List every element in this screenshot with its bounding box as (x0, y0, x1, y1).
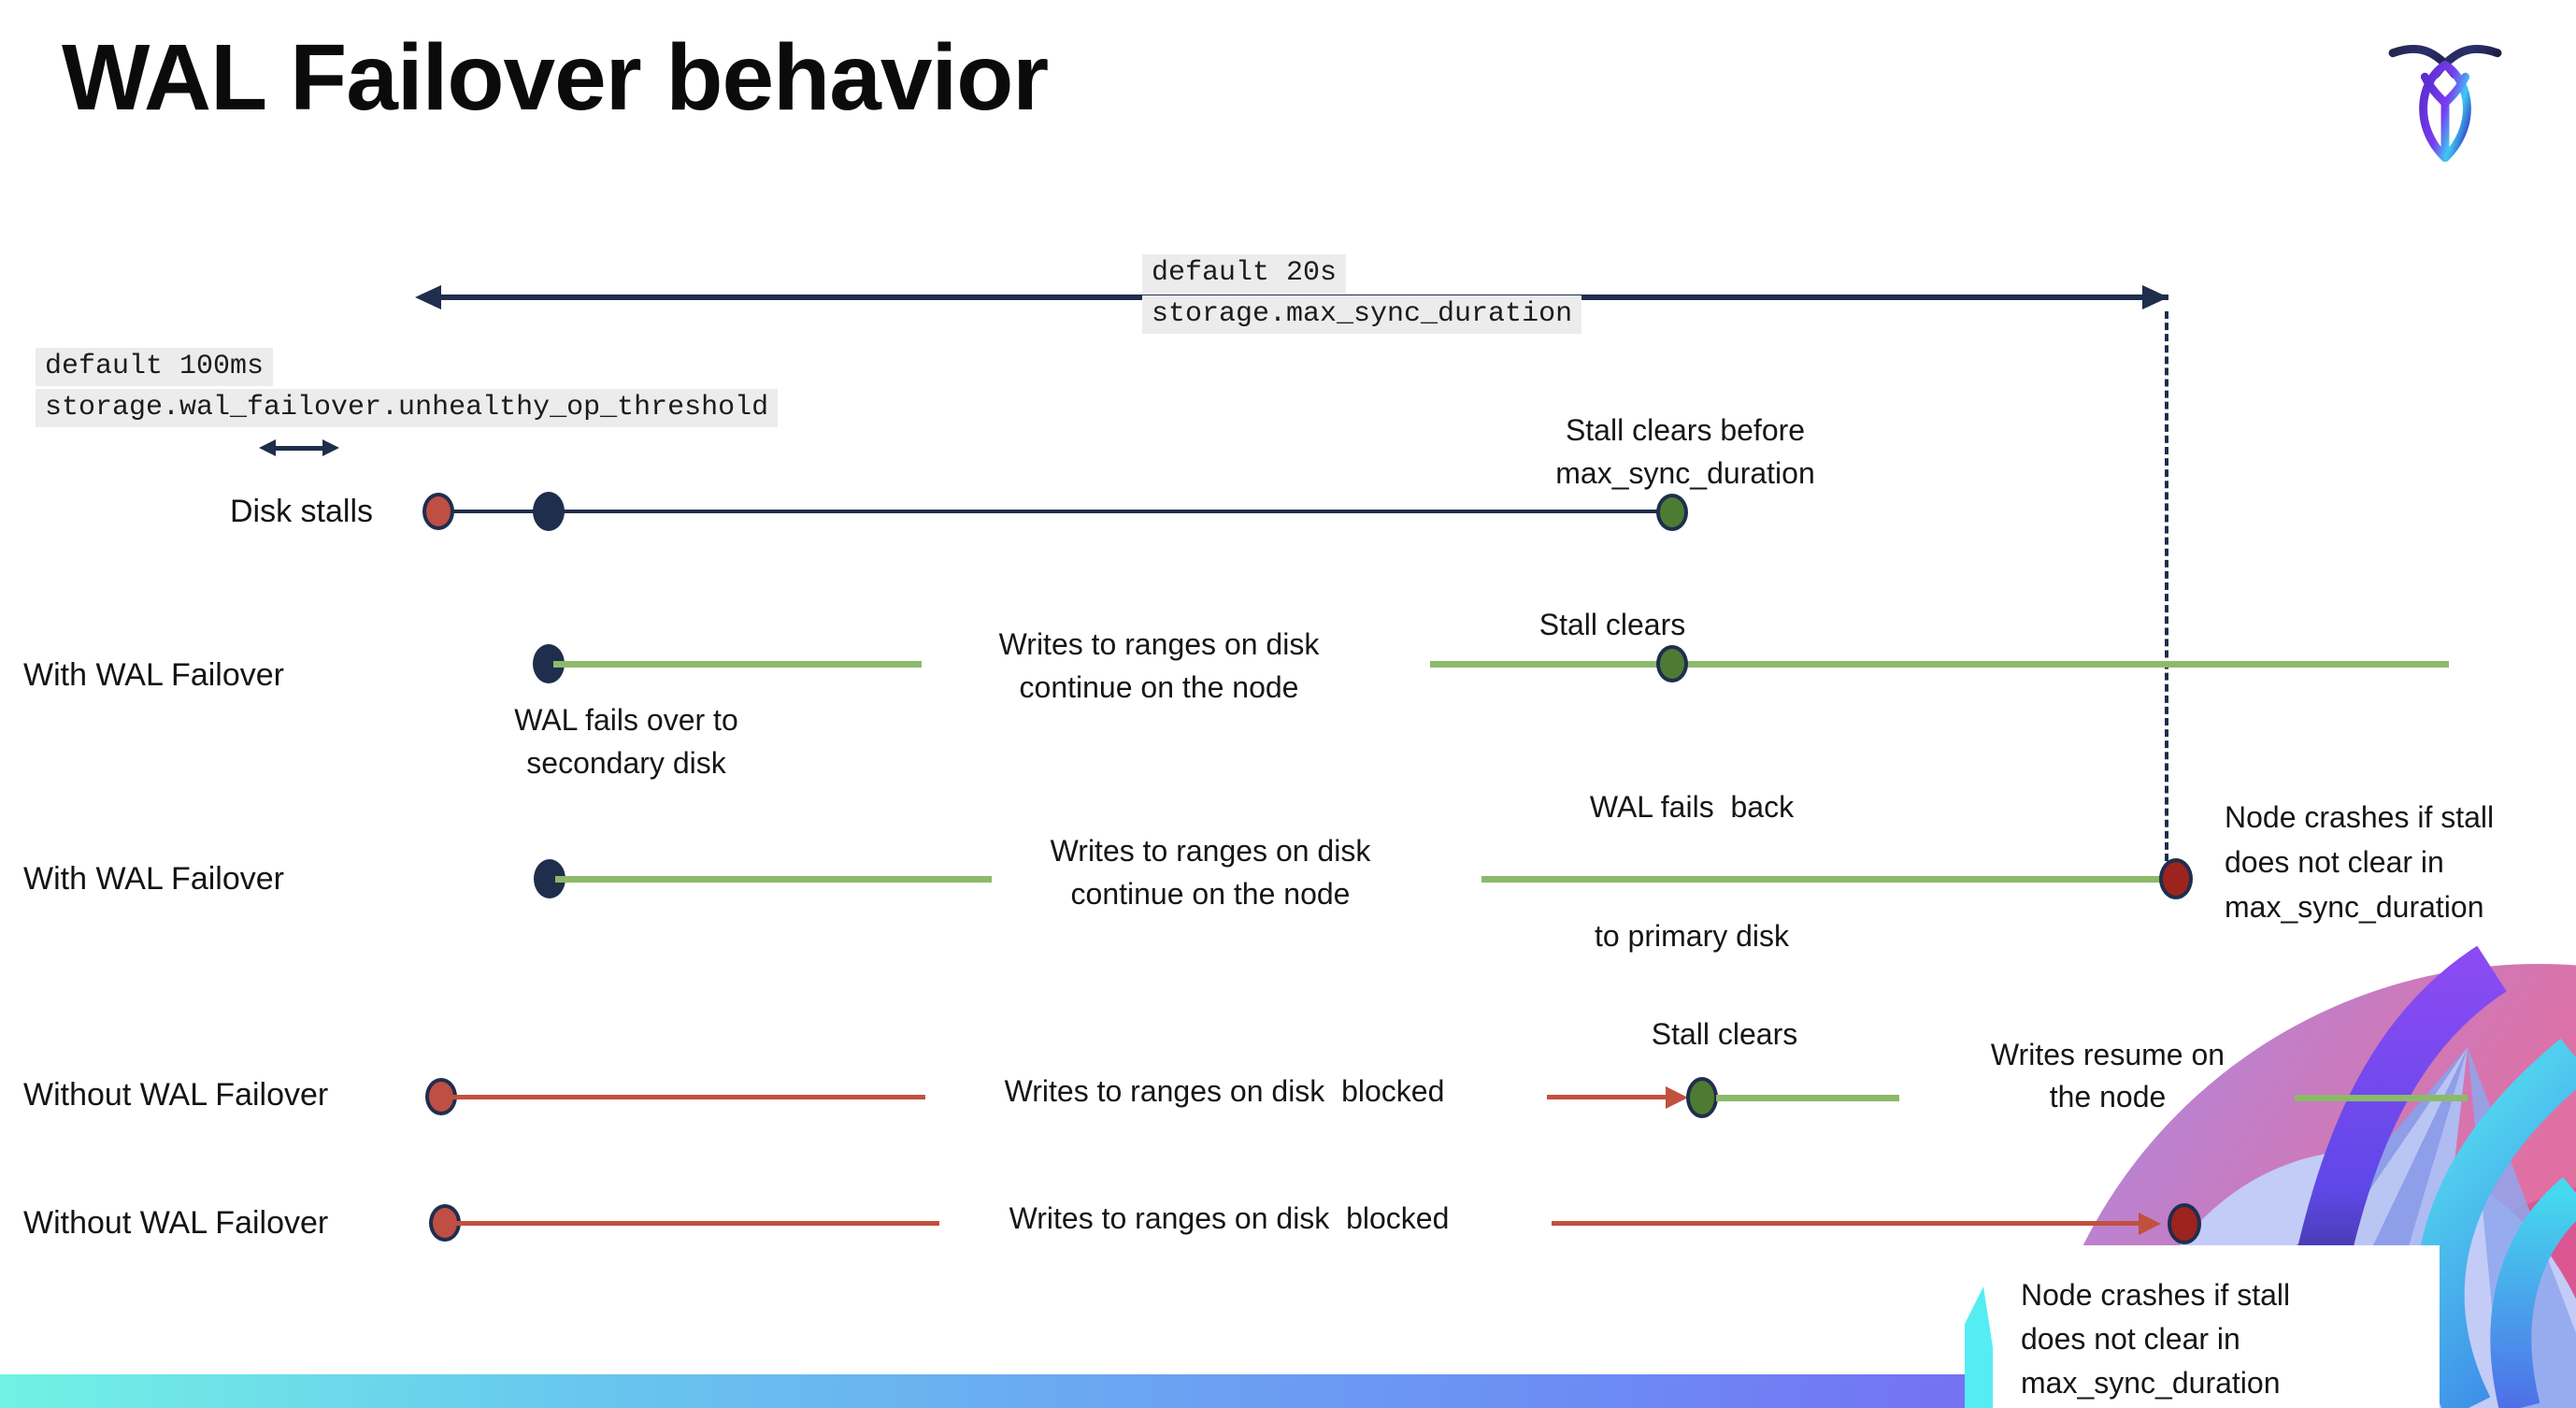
annotation-line: to primary disk (1594, 919, 1790, 953)
annotation-line: Writes to ranges on disk (1050, 834, 1371, 868)
writes-resume-line (2295, 1095, 2468, 1101)
annotation-line: does not clear in (2225, 845, 2444, 879)
arrowhead-right-icon (322, 439, 339, 456)
stall-clear-dot (1656, 645, 1688, 682)
annotation-line: Writes to ranges on disk (998, 627, 1320, 661)
stall-clear-dot (1656, 494, 1688, 531)
annotation-line: WAL fails back (1589, 790, 1795, 824)
writes-continue-line (555, 876, 992, 883)
stall-clear-dot (1686, 1077, 1718, 1118)
writes-blocked-line (452, 1221, 939, 1226)
callout-line: max_sync_duration (2021, 1366, 2281, 1400)
annotation-line: continue on the node (1070, 877, 1351, 911)
writes-blocked-line (1547, 1095, 1678, 1099)
row-label-with-wal-failover: With WAL Failover (23, 657, 284, 693)
max-sync-deadline-dashed-line (2165, 311, 2168, 861)
writes-blocked-line (1552, 1221, 2146, 1226)
setting-default-value: default 20s (1142, 254, 1347, 293)
max-sync-duration-label: default 20s storage.max_sync_duration (1142, 254, 1582, 334)
annotation-line: continue on the node (1019, 670, 1299, 704)
annotation-line: Stall clears before (1565, 413, 1806, 447)
threshold-dot (533, 492, 565, 531)
node-crashes-label: Node crashes if stall does not clear in … (2225, 795, 2576, 929)
writes-continue-line (1481, 876, 2176, 883)
annotation-line: Node crashes if stall (2225, 800, 2495, 834)
annotation-line: the node (2049, 1080, 2167, 1113)
stall-clears-before-label: Stall clears before max_sync_duration (1452, 409, 1919, 495)
annotation-line: secondary disk (526, 746, 726, 780)
page-title: WAL Failover behavior (62, 25, 1049, 130)
setting-default-value: default 100ms (36, 348, 274, 386)
writes-continue-line (553, 661, 922, 668)
red-arrowhead-icon (2139, 1213, 2161, 1235)
writes-blocked-label: Writes to ranges on disk blocked (1004, 1074, 1445, 1108)
annotation-line: max_sync_duration (2225, 890, 2484, 924)
row-label-without-wal-failover: Without WAL Failover (23, 1077, 329, 1113)
node-crash-callout-text: Node crashes if stall does not clear in … (2021, 1273, 2468, 1405)
red-arrowhead-icon (1666, 1086, 1688, 1109)
row-label-without-wal-failover: Without WAL Failover (23, 1205, 329, 1241)
row-label-disk-stalls: Disk stalls (230, 494, 374, 529)
writes-resume-label: Writes resume on the node (1939, 1034, 2276, 1118)
callout-line: Node crashes if stall (2021, 1278, 2291, 1312)
stall-clears-label: Stall clears (1651, 1017, 1798, 1051)
wal-fails-back-label: WAL fails back to primary disk (1542, 699, 1841, 1043)
writes-continue-label: Writes to ranges on disk continue on the… (995, 829, 1425, 915)
writes-resume-line (1716, 1095, 1899, 1101)
stall-clears-label: Stall clears (1538, 608, 1686, 641)
annotation-line: max_sync_duration (1555, 456, 1815, 490)
writes-continue-line (1430, 661, 2449, 668)
writes-blocked-line (449, 1095, 925, 1099)
stall-start-dot (422, 493, 454, 530)
node-crash-callout-box: Node crashes if stall does not clear in … (1993, 1245, 2440, 1408)
arrowhead-left-icon (259, 439, 276, 456)
arrowhead-left-icon (415, 285, 441, 309)
row-label-with-wal-failover: With WAL Failover (23, 861, 284, 897)
cockroachdb-logo-icon (2388, 44, 2502, 163)
annotation-line: WAL fails over to (514, 703, 738, 737)
node-crash-dot (2168, 1203, 2201, 1244)
arrowhead-right-icon (2142, 285, 2168, 309)
threshold-arrow-line (274, 446, 322, 451)
wal-fails-over-label: WAL fails over to secondary disk (477, 698, 776, 784)
setting-name: storage.max_sync_duration (1142, 295, 1582, 334)
node-crash-dot (2159, 858, 2193, 899)
callout-line: does not clear in (2021, 1322, 2240, 1356)
writes-continue-label: Writes to ranges on disk continue on the… (944, 623, 1374, 709)
writes-blocked-label: Writes to ranges on disk blocked (1009, 1201, 1450, 1235)
unhealthy-op-threshold-label: default 100ms storage.wal_failover.unhea… (36, 348, 779, 427)
annotation-line: Writes resume on (1990, 1038, 2225, 1071)
timeline-row1-line (438, 510, 1672, 513)
setting-name: storage.wal_failover.unhealthy_op_thresh… (36, 389, 779, 427)
